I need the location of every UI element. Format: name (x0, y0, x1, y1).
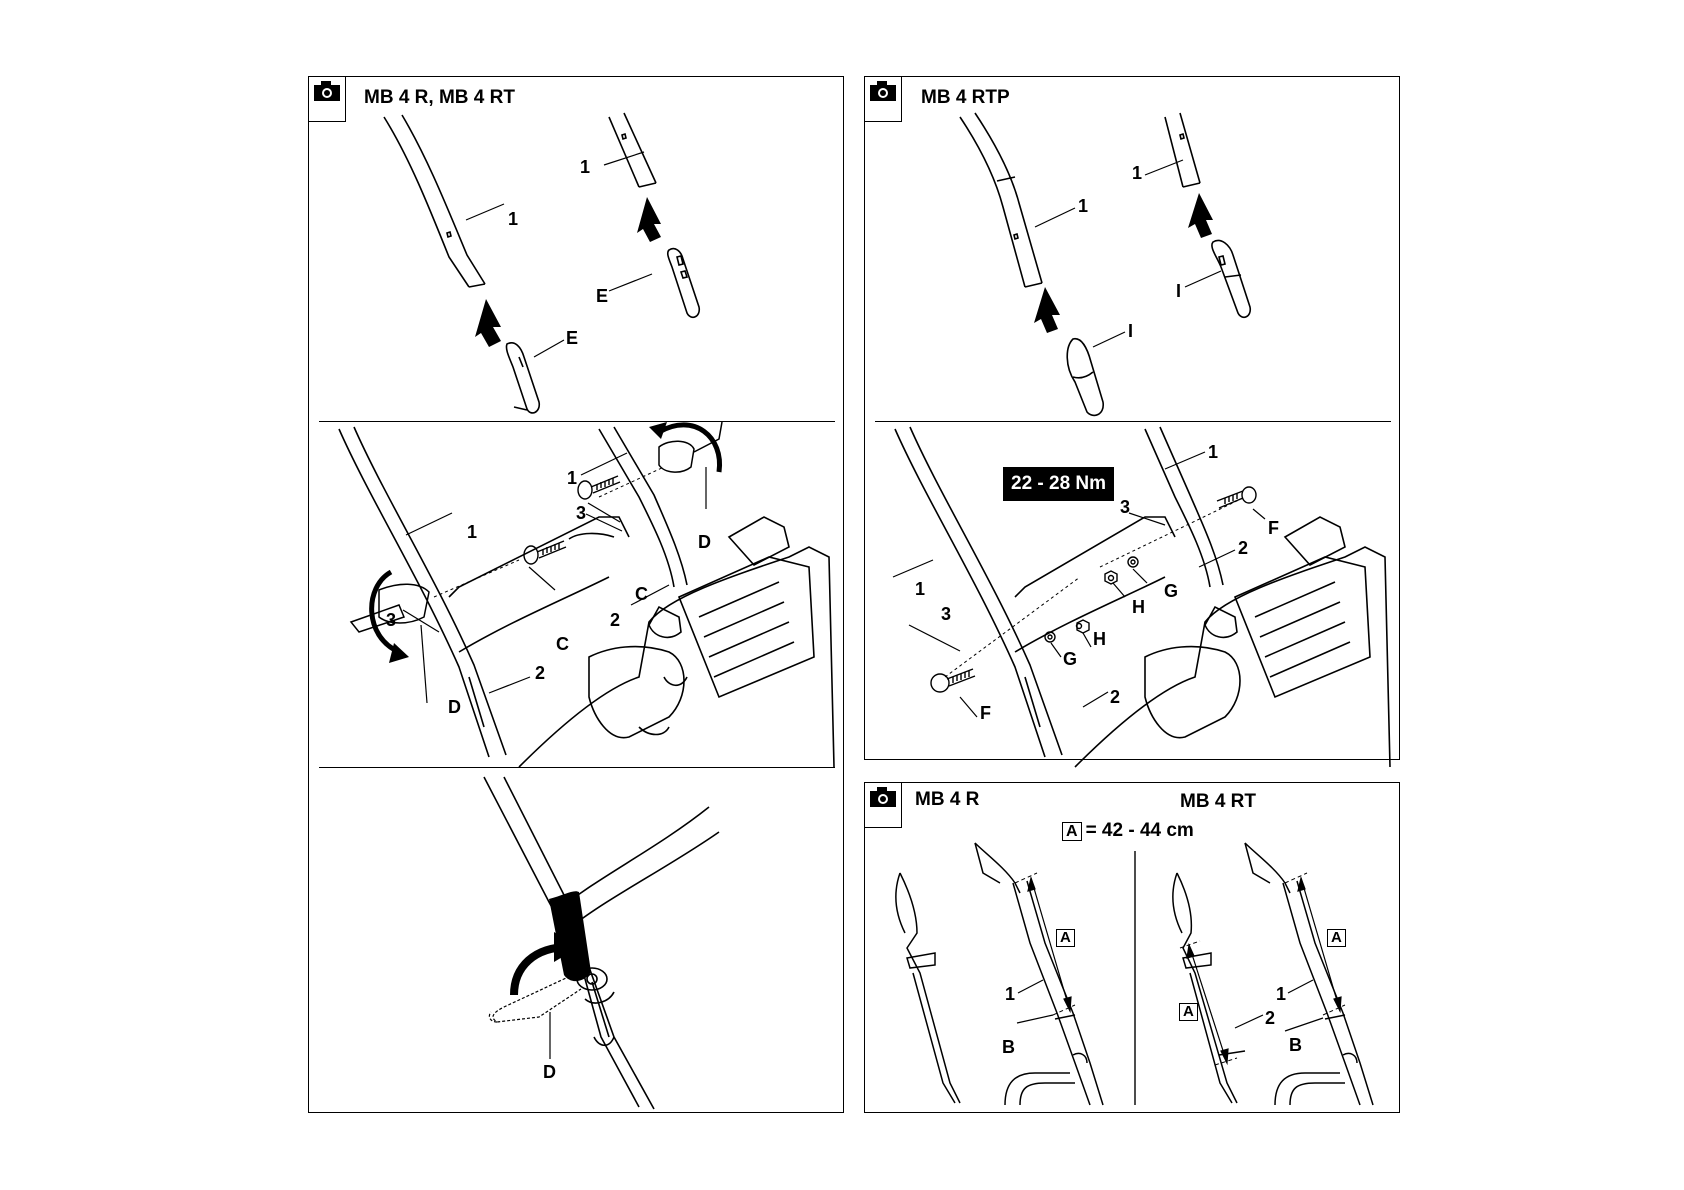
arrow-up-icon (1034, 287, 1060, 333)
dimension-label: A (1327, 929, 1346, 947)
arrow-up-icon (1188, 193, 1213, 238)
label-washer-left: G (1063, 649, 1078, 669)
label-frame-left: 2 (535, 663, 546, 683)
panel-title: MB 4 RTP (921, 87, 1010, 108)
step-divider (875, 421, 1391, 422)
title-mb4rt: MB 4 RT (1180, 791, 1256, 812)
title-mb4r: MB 4 R (915, 789, 980, 810)
label-tube-2: 2 (1265, 1008, 1276, 1028)
label-frame-right: 2 (1238, 538, 1249, 558)
label-grip-b: E (596, 286, 609, 306)
camera-tab (865, 77, 902, 122)
camera-icon (870, 81, 896, 101)
camera-tab (309, 77, 346, 122)
label-knob-left: D (448, 697, 461, 717)
label-tube: 1 (1276, 984, 1287, 1004)
label-hole-right: 3 (1120, 497, 1131, 517)
handle-height-illustration (895, 842, 1374, 1106)
label-bolt-left: F (980, 703, 991, 723)
label-handle-a: 1 (1078, 196, 1089, 216)
panel-mb4rtp: MB 4 RTP (864, 76, 1400, 768)
panel-mb4r-mb4rt: MB 4 R, MB 4 RT (308, 76, 844, 1113)
label-lever: D (543, 1062, 556, 1082)
label-frame-right: 2 (610, 610, 621, 630)
label-grip-a: E (566, 328, 579, 348)
dimension-formula: A= 42 - 44 cm (1062, 820, 1194, 842)
label-tube: 1 (1005, 984, 1016, 1004)
label-bolt-lower: C (556, 634, 569, 654)
dimension-label: A (1056, 929, 1075, 947)
label-clip: B (1002, 1037, 1015, 1057)
label-knob-right: D (698, 532, 711, 552)
label-hole-left: 3 (386, 610, 397, 630)
label-washer-right: G (1164, 581, 1179, 601)
panel-handle-height: MB 4 R MB 4 RT A= 42 - 44 cm (864, 782, 1400, 1113)
label-nut-right: H (1132, 597, 1145, 617)
step-divider (319, 767, 835, 768)
arrow-up-icon (637, 197, 661, 242)
step1-handle-grip-illustration (338, 112, 835, 1110)
camera-tab (865, 783, 902, 828)
label-tube-left: 1 (467, 522, 478, 542)
rotate-arrow-icon (369, 569, 401, 655)
rotate-arrow-icon (389, 643, 409, 663)
label-nut-left: H (1093, 629, 1106, 649)
label-tube-right: 1 (1208, 442, 1219, 462)
label-grip-a: I (1128, 321, 1134, 341)
dimension-symbol: A (1062, 822, 1082, 841)
label-frame-left: 2 (1110, 687, 1121, 707)
label-bolt-upper: C (635, 584, 648, 604)
panel-title: MB 4 R, MB 4 RT (364, 87, 515, 108)
torque-badge: 22 - 28 Nm (1003, 467, 1115, 501)
arrow-up-icon (475, 299, 501, 347)
label-handle-a: 1 (508, 209, 519, 229)
rtp-illustration (892, 112, 1391, 768)
dimension-label: A (1179, 1003, 1198, 1021)
label-bolt-right: F (1268, 518, 1279, 538)
rotate-arrow-icon (657, 422, 723, 473)
camera-icon (314, 81, 340, 101)
label-grip-b: I (1176, 281, 1182, 301)
camera-icon (870, 787, 896, 807)
step-divider (319, 421, 835, 422)
label-hole-right: 3 (576, 503, 587, 523)
dimension-text: = 42 - 44 cm (1085, 820, 1194, 841)
rotate-arrow-icon (554, 932, 579, 962)
label-tube-left: 1 (915, 579, 926, 599)
label-tube-right: 1 (567, 468, 578, 488)
label-clip: B (1289, 1035, 1302, 1055)
label-handle-b: 1 (580, 157, 591, 177)
label-hole-left: 3 (941, 604, 952, 624)
rotate-arrow-icon (649, 422, 667, 439)
label-handle-b: 1 (1132, 163, 1143, 183)
